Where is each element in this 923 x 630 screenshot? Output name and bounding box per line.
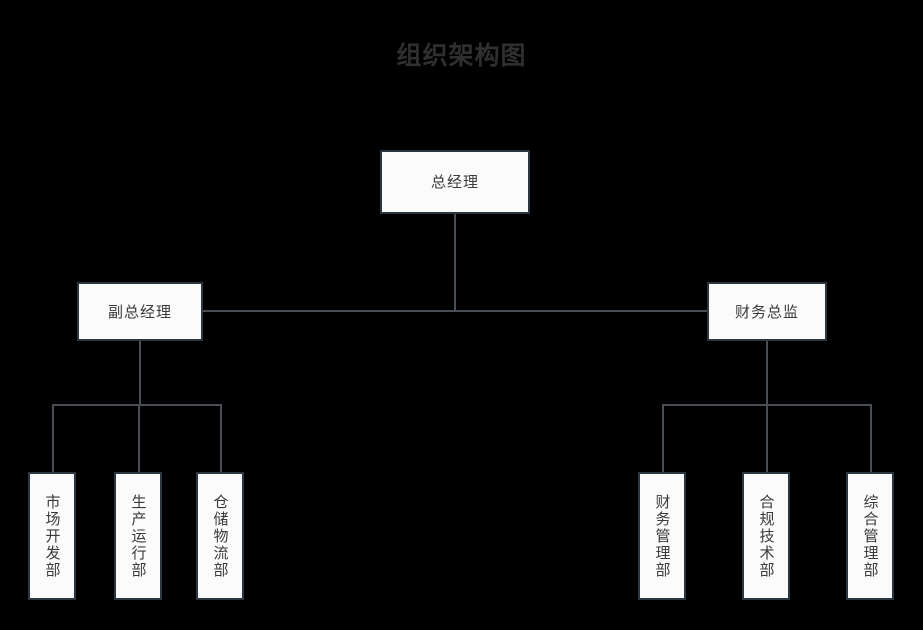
connector-left-drop-2 [138,404,140,473]
node-deputy-general-manager[interactable]: 副总经理 [77,282,203,341]
connector-left-bar [52,404,222,406]
node-root-general-manager[interactable]: 总经理 [380,150,530,214]
node-label: 综合管理部 [861,493,880,579]
connector-left-drop-3 [220,404,222,473]
node-label: 合规技术部 [757,493,776,579]
node-compliance-technology-dept[interactable]: 合规技术部 [742,472,790,600]
node-label: 总经理 [430,173,479,191]
node-warehousing-logistics-dept[interactable]: 仓储物流部 [196,472,244,600]
node-label: 副总经理 [107,302,172,321]
node-label: 市场开发部 [43,493,62,579]
connector-left-drop-1 [52,404,54,473]
node-production-operations-dept[interactable]: 生产运行部 [114,472,162,600]
connector-right-drop-1 [662,404,664,473]
connector-root-stem [454,214,456,312]
node-finance-director[interactable]: 财务总监 [707,282,827,341]
node-financial-management-dept[interactable]: 财务管理部 [638,472,686,600]
node-label: 财务总监 [734,302,799,321]
node-label: 生产运行部 [129,493,148,579]
node-market-development-dept[interactable]: 市场开发部 [28,472,76,600]
connector-right-drop-3 [870,404,872,473]
chart-title: 组织架构图 [396,41,527,70]
connector-level2-bar [203,310,707,312]
node-general-management-dept[interactable]: 综合管理部 [846,472,894,600]
connector-right-drop-2 [766,404,768,473]
connector-right-stem [766,341,768,405]
node-label: 财务管理部 [653,493,672,579]
node-label: 仓储物流部 [211,493,230,579]
connector-left-stem [139,341,141,405]
